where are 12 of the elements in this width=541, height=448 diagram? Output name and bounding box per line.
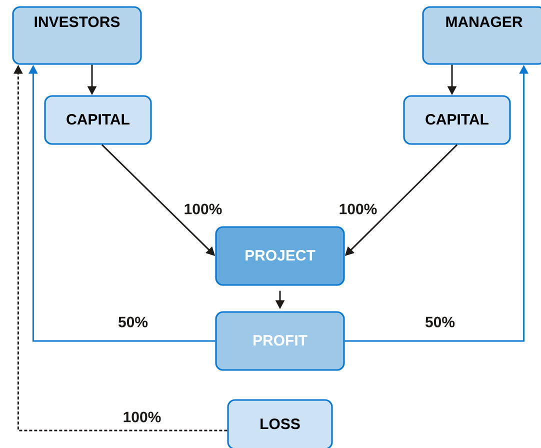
edge-label: 100% [182, 202, 224, 216]
edge-label: 100% [338, 202, 378, 216]
process-box: PROJECT [215, 226, 345, 286]
edge-label: 50% [424, 316, 456, 328]
process-box: CAPITAL [44, 95, 152, 145]
process-box: MANAGER [422, 6, 541, 65]
process-box: CAPITAL [403, 95, 511, 145]
edge-label: 50% [117, 316, 150, 328]
edge-label: 100% [122, 410, 162, 424]
process-box: LOSS [227, 399, 333, 448]
process-box: INVESTORS [12, 6, 142, 65]
process-box: PROFIT [215, 311, 345, 371]
